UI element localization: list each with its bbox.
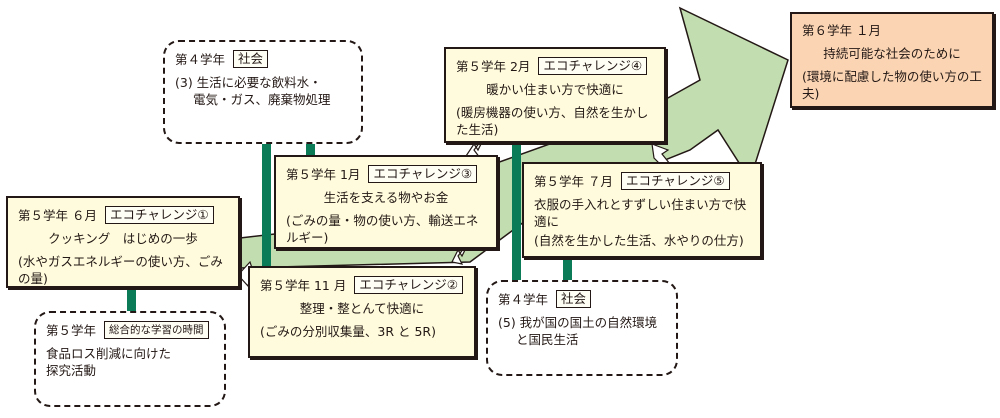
node-eco-challenge-2: 第５学年 11 月 エコチャレンジ② 整理・整とんて快適に (ごみの分別収集量、… [248,266,476,358]
pole [512,140,521,280]
topic-line: 電気・ガス、廃棄物処理 [193,92,331,107]
topic-line: (5) 我が国の国土の自然環境 [498,315,658,330]
node-eco-challenge-1: 第５学年 ６月 エコチャレンジ① クッキング はじめの一歩 (水やガスエネルギー… [6,196,240,288]
node-eco-challenge-4: 第５学年 2月 エコチャレンジ④ 暖かい住まい方で快適に (暖房機器の使い方、自… [444,47,666,143]
grade-label: 第５学年 [46,322,97,338]
node-eco-challenge-5: 第５学年 ７月 エコチャレンジ⑤ 衣服の手入れとすずしい住まい方で快適に (自然… [522,162,762,258]
pole [306,140,315,160]
challenge-description: (ごみの分別収集量、3R と 5R) [260,324,436,339]
challenge-title: クッキング はじめの一歩 [48,231,198,246]
challenge-title: 暖かい住まい方で快適に [486,82,624,97]
node-eco-challenge-3: 第５学年 1月 エコチャレンジ③ 生活を支える物やお金 (ごみの量・物の使い方、… [274,155,498,249]
subject-tag: 社会 [233,50,269,68]
challenge-description: (水やガスエネルギーの使い方、ごみの量) [18,254,223,286]
challenge-description: (暖房機器の使い方、自然を生かした生活) [456,105,649,137]
topic-line: と国民生活 [516,332,579,347]
grade-label: 第５学年 11 月 [260,277,347,293]
pole [563,255,572,280]
goal-description: (環境に配慮した物の使い方の工夫) [802,69,982,101]
pole [262,140,271,270]
challenge-title: 衣服の手入れとすずしい住まい方で快適に [534,197,747,229]
grade-label: 第５学年 1月 [286,166,361,182]
challenge-tag: エコチャレンジ③ [368,165,478,183]
challenge-description: (自然を生かした生活、水やりの仕方) [534,233,744,248]
topic-line: 食品ロス削減に向けた [46,346,172,361]
grade-label: 第４学年 [175,51,226,67]
node-grade4-social-3: 第４学年 社会 (3) 生活に必要な飲料水・ 電気・ガス、廃棄物処理 [163,40,363,144]
challenge-tag: エコチャレンジ④ [538,57,648,75]
challenge-tag: エコチャレンジ⑤ [620,172,730,190]
challenge-tag: エコチャレンジ① [104,206,214,224]
challenge-title: 整理・整とんて快適に [299,301,425,316]
grade-label: 第５学年 2月 [456,58,531,74]
challenge-title: 生活を支える物やお金 [323,190,449,205]
pole [127,288,136,312]
node-grade5-integrated-studies: 第５学年 総合的な学習の時間 食品ロス削減に向けた 探究活動 [34,311,226,407]
challenge-description: (ごみの量・物の使い方、輸送エネルギー) [286,213,479,245]
node-grade4-social-5: 第４学年 社会 (5) 我が国の国土の自然環境 と国民生活 [486,280,678,376]
topic-line: 探究活動 [46,363,97,378]
grade-label: 第５学年 ６月 [18,207,97,223]
subject-tag: 総合的な学習の時間 [104,321,209,339]
topic-line: (3) 生活に必要な飲料水・ [175,75,322,90]
challenge-tag: エコチャレンジ② [354,276,463,294]
node-grade6-goal: 第６学年 １月 持続可能な社会のために (環境に配慮した物の使い方の工夫) [790,12,994,108]
grade-label: 第６学年 １月 [802,23,881,38]
subject-tag: 社会 [556,290,592,308]
grade-label: 第４学年 [498,291,549,307]
goal-title: 持続可能な社会のために [823,46,961,61]
grade-label: 第５学年 ７月 [534,173,613,189]
